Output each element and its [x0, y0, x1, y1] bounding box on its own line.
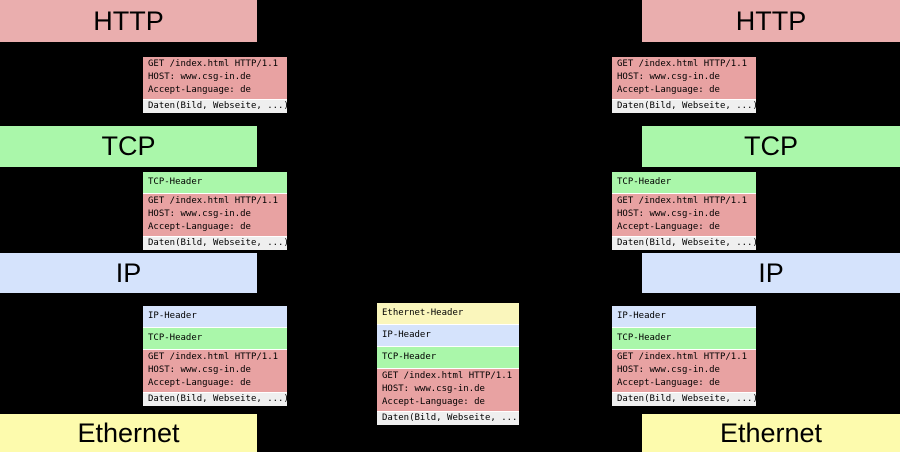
http-data-section: GET /index.html HTTP/1.1 HOST: www.csg-i…	[143, 193, 287, 236]
http-data-section: GET /index.html HTTP/1.1 HOST: www.csg-i…	[377, 368, 519, 411]
tcp-header-section: TCP-Header	[612, 172, 756, 193]
http-request-line: GET /index.html HTTP/1.1	[382, 371, 513, 381]
layer-bar-tcp-sender: TCP	[0, 126, 257, 167]
layer-label-tcp: TCP	[101, 131, 156, 161]
http-accept-language-line: Accept-Language: de	[382, 397, 485, 407]
payload-section: Daten(Bild, Webseite, ...)	[612, 392, 758, 406]
payload-section: Daten(Bild, Webseite, ...)	[143, 236, 289, 250]
http-data-section: GET /index.html HTTP/1.1 HOST: www.csg-i…	[612, 57, 756, 99]
http-request-line: GET /index.html HTTP/1.1	[617, 59, 748, 69]
layer-label-http: HTTP	[735, 5, 807, 36]
http-request-line: GET /index.html HTTP/1.1	[148, 196, 279, 206]
http-data-section: GET /index.html HTTP/1.1 HOST: www.csg-i…	[143, 349, 287, 392]
ip-header-section: IP-Header	[612, 306, 756, 327]
packet-http-sender: GET /index.html HTTP/1.1 HOST: www.csg-i…	[143, 57, 289, 113]
payload-section: Daten(Bild, Webseite, ...)	[143, 392, 289, 406]
layer-label-ethernet: Ethernet	[719, 417, 823, 448]
layer-bar-tcp-receiver: TCP	[642, 126, 900, 167]
packet-tcp-receiver: TCP-Header GET /index.html HTTP/1.1 HOST…	[612, 172, 758, 250]
payload-section: Daten(Bild, Webseite, ...)	[612, 99, 758, 113]
layer-label-ip: IP	[115, 257, 142, 288]
layer-bar-ethernet-sender: Ethernet	[0, 414, 257, 452]
layer-label-ethernet: Ethernet	[77, 417, 180, 448]
packet-ethernet-frame-wire: Ethernet-Header IP-Header TCP-Header GET…	[377, 303, 523, 425]
http-accept-language-line: Accept-Language: de	[617, 85, 720, 95]
http-host-line: HOST: www.csg-in.de	[382, 384, 485, 394]
tcp-header-section: TCP-Header	[612, 327, 756, 349]
packet-tcp-sender: TCP-Header GET /index.html HTTP/1.1 HOST…	[143, 172, 289, 250]
http-host-line: HOST: www.csg-in.de	[148, 209, 251, 219]
packet-ip-receiver: IP-Header TCP-Header GET /index.html HTT…	[612, 306, 758, 406]
tcp-header-section: TCP-Header	[143, 327, 287, 349]
http-request-line: GET /index.html HTTP/1.1	[148, 59, 279, 69]
layer-bar-ethernet-receiver: Ethernet	[642, 414, 900, 452]
layer-label-http: HTTP	[93, 5, 164, 36]
tcp-header-section: TCP-Header	[377, 346, 519, 368]
ip-header-section: IP-Header	[143, 306, 287, 327]
http-accept-language-line: Accept-Language: de	[148, 378, 251, 388]
http-accept-language-line: Accept-Language: de	[617, 222, 720, 232]
http-accept-language-line: Accept-Language: de	[148, 222, 251, 232]
http-host-line: HOST: www.csg-in.de	[148, 365, 251, 375]
payload-section: Daten(Bild, Webseite, ...)	[377, 411, 523, 425]
http-host-line: HOST: www.csg-in.de	[617, 365, 720, 375]
http-data-section: GET /index.html HTTP/1.1 HOST: www.csg-i…	[612, 193, 756, 236]
layer-bar-ip-sender: IP	[0, 253, 257, 293]
layer-label-ip: IP	[758, 257, 784, 288]
ethernet-header-section: Ethernet-Header	[377, 303, 519, 324]
payload-section: Daten(Bild, Webseite, ...)	[612, 236, 758, 250]
http-data-section: GET /index.html HTTP/1.1 HOST: www.csg-i…	[143, 57, 287, 99]
layer-bar-http-receiver: HTTP	[642, 0, 900, 42]
layer-label-tcp: TCP	[744, 131, 798, 161]
tcp-header-section: TCP-Header	[143, 172, 287, 193]
http-request-line: GET /index.html HTTP/1.1	[617, 196, 748, 206]
http-host-line: HOST: www.csg-in.de	[617, 209, 720, 219]
http-data-section: GET /index.html HTTP/1.1 HOST: www.csg-i…	[612, 349, 756, 392]
http-host-line: HOST: www.csg-in.de	[148, 72, 251, 82]
payload-section: Daten(Bild, Webseite, ...)	[143, 99, 289, 113]
packet-http-receiver: GET /index.html HTTP/1.1 HOST: www.csg-i…	[612, 57, 758, 113]
http-request-line: GET /index.html HTTP/1.1	[617, 352, 748, 362]
layer-bar-http-sender: HTTP	[0, 0, 257, 42]
layer-bar-ip-receiver: IP	[642, 253, 900, 293]
ip-header-section: IP-Header	[377, 324, 519, 346]
http-request-line: GET /index.html HTTP/1.1	[148, 352, 279, 362]
http-accept-language-line: Accept-Language: de	[617, 378, 720, 388]
http-host-line: HOST: www.csg-in.de	[617, 72, 720, 82]
packet-ip-sender: IP-Header TCP-Header GET /index.html HTT…	[143, 306, 289, 406]
http-accept-language-line: Accept-Language: de	[148, 85, 251, 95]
